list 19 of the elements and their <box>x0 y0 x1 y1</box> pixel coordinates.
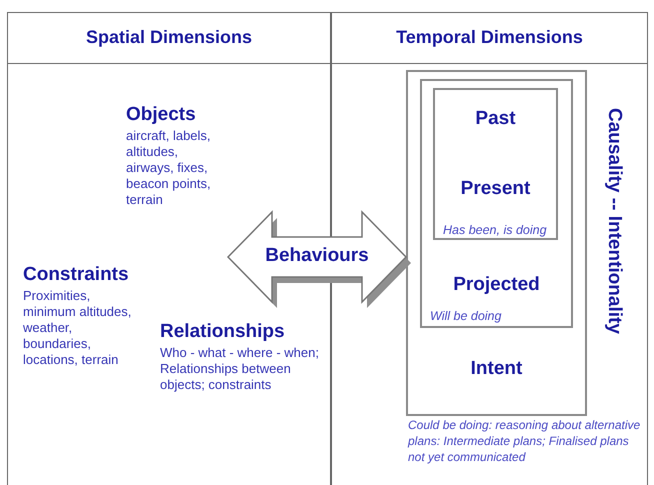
item-list: Who - what - where - when; Relationships between objects; constraints <box>160 345 335 393</box>
time-heading: Intent <box>470 358 522 380</box>
note-text: Could be doing: reasoning about alternative plans: Intermediate plans; Finalised plans not yet communicated <box>408 417 642 465</box>
item-list: aircraft, labels, altitudes, airways, fixes, beacon points, terrain <box>126 128 226 208</box>
note-text: Has been, is doing <box>443 222 547 238</box>
category-heading: Relationships <box>160 321 285 343</box>
vertical-label: Causality -- Intentionality <box>603 108 625 334</box>
nested-frame <box>433 88 558 240</box>
item-list: Proximities, minimum altitudes, weather, boundaries, locations, terrain <box>23 288 141 368</box>
column-heading: Spatial Dimensions <box>84 26 254 48</box>
nested-frame <box>420 79 573 328</box>
time-heading: Present <box>460 178 530 200</box>
category-heading: Objects <box>126 104 196 126</box>
arrow-label: Behaviours <box>265 245 369 267</box>
column-heading: Temporal Dimensions <box>395 26 584 48</box>
time-heading: Past <box>475 108 516 130</box>
note-text: Will be doing <box>430 308 502 324</box>
category-heading: Constraints <box>23 264 129 286</box>
time-heading: Projected <box>453 274 540 296</box>
